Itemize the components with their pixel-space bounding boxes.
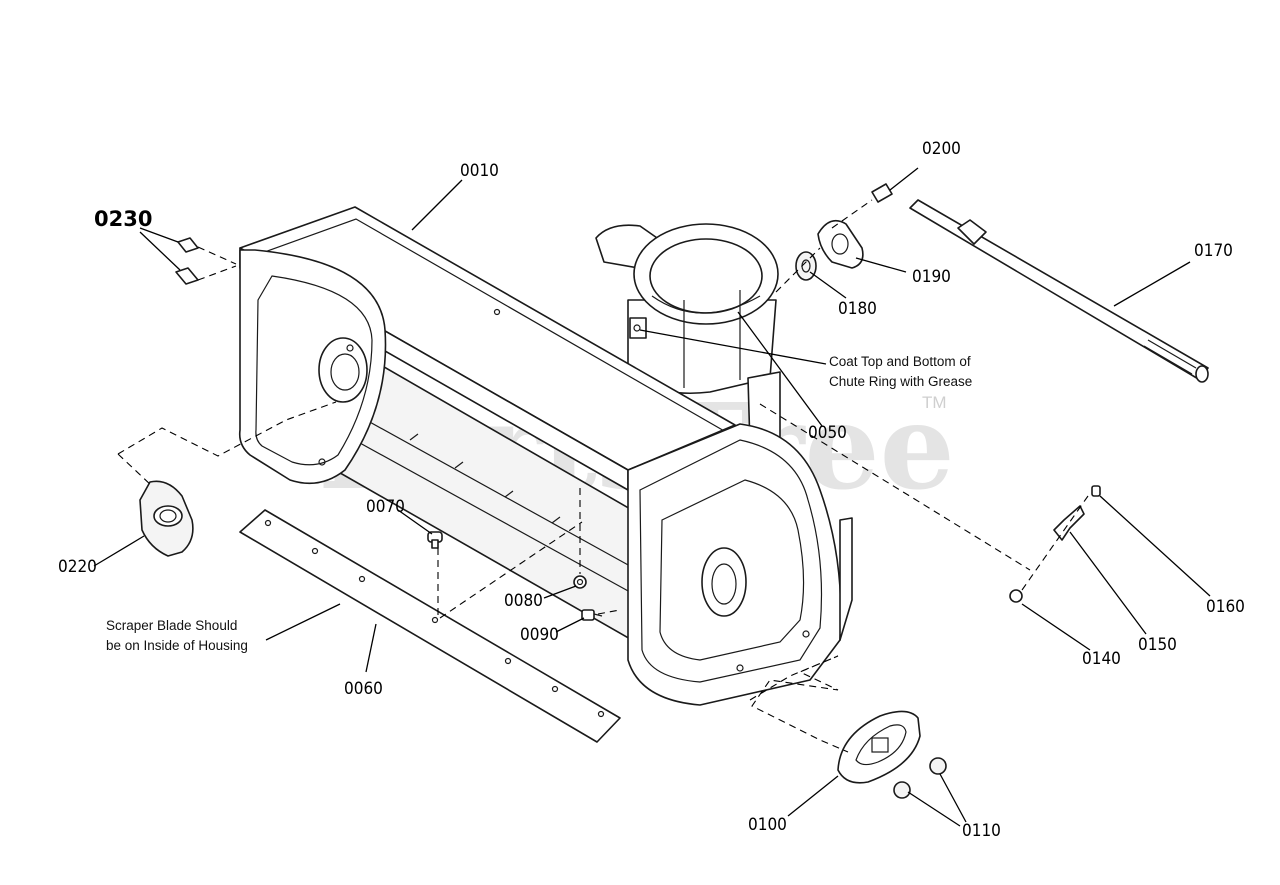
scraper-note: Scraper Blade Should be on Inside of Hou…: [106, 618, 248, 653]
grease-note-line2: Chute Ring with Grease: [829, 374, 972, 389]
callout-0190: 0190: [912, 267, 951, 287]
washer-0080-part[interactable]: [573, 575, 587, 589]
callout-labels: 0010 0230 0200 0170 0190 0180 0050 0220 …: [58, 139, 1245, 841]
callout-0160: 0160: [1206, 597, 1245, 617]
leader-lines: [93, 167, 1211, 827]
carriage-bolt-0070-part[interactable]: [427, 531, 443, 549]
callout-0150: 0150: [1138, 635, 1177, 655]
assembly-dashed-lines: [117, 199, 1089, 753]
shear-bolt-0150-part[interactable]: [1053, 505, 1085, 541]
bolt-0160-part[interactable]: [1091, 485, 1101, 497]
auger-shaft-0170-part[interactable]: [909, 199, 1209, 383]
scraper-note-line2: be on Inside of Housing: [106, 638, 248, 653]
bolt-0200-part[interactable]: [871, 183, 893, 203]
callout-0070: 0070: [366, 497, 405, 517]
bearing-flange-0190-part[interactable]: [817, 219, 864, 269]
bolt-0090-part[interactable]: [581, 609, 603, 621]
callout-0230: 0230: [94, 207, 152, 231]
callout-0050: 0050: [808, 423, 847, 443]
scraper-note-line1: Scraper Blade Should: [106, 618, 237, 633]
scraper-blade-part[interactable]: [239, 509, 621, 743]
callout-0220: 0220: [58, 557, 97, 577]
watermark-trademark: TM: [922, 393, 947, 412]
bearing-flange-left-part[interactable]: [139, 480, 194, 557]
callout-0100: 0100: [748, 815, 787, 835]
grease-note-line1: Coat Top and Bottom of: [829, 354, 971, 369]
bushing-0180-part[interactable]: [795, 251, 817, 281]
callout-0090: 0090: [520, 625, 559, 645]
skid-shoe-part[interactable]: [837, 710, 921, 784]
bolt-0230-parts[interactable]: [175, 237, 199, 285]
callout-0060: 0060: [344, 679, 383, 699]
callout-0110: 0110: [962, 821, 1001, 841]
callout-0140: 0140: [1082, 649, 1121, 669]
callout-0180: 0180: [838, 299, 877, 319]
callout-0170: 0170: [1194, 241, 1233, 261]
callout-0200: 0200: [922, 139, 961, 159]
grease-note: Coat Top and Bottom of Chute Ring with G…: [829, 354, 972, 389]
callout-0010: 0010: [460, 161, 499, 181]
carriage-nuts-0110-part[interactable]: [893, 757, 947, 799]
callout-0080: 0080: [504, 591, 543, 611]
auger-housing-part[interactable]: [238, 206, 853, 706]
nut-0140-part[interactable]: [1009, 589, 1023, 603]
